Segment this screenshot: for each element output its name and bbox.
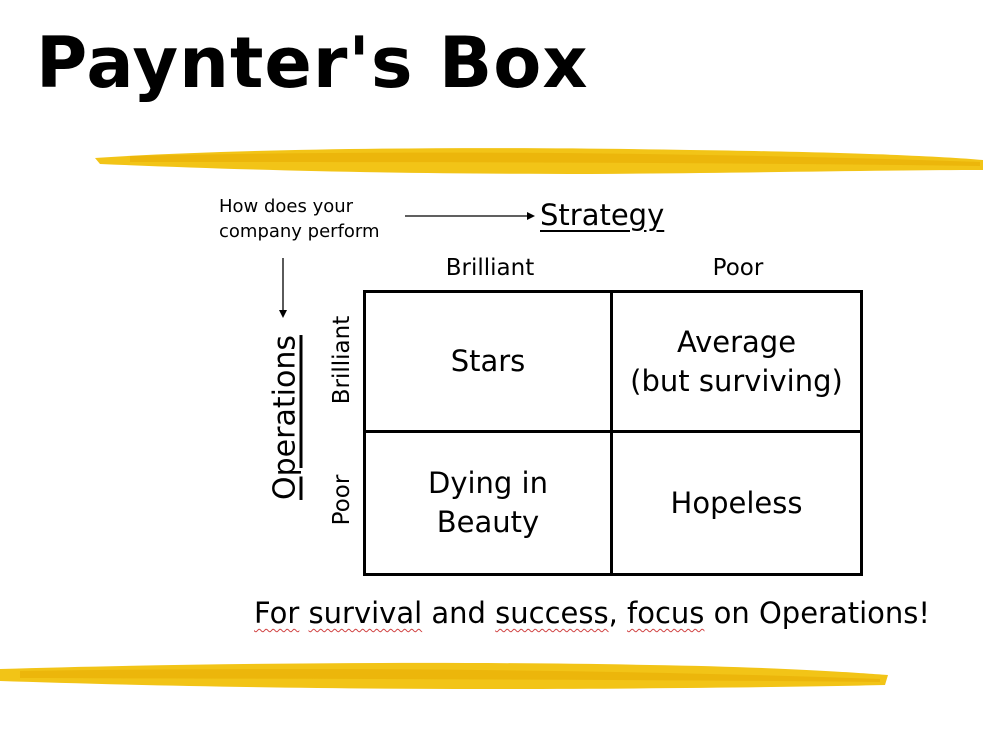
cell-label: Hopeless <box>670 485 803 520</box>
question-line-1: How does your <box>219 196 354 217</box>
cell-label: (but surviving) <box>630 363 843 398</box>
footer-word: For <box>254 596 300 630</box>
footer-text: and <box>422 596 496 630</box>
row-header-brilliant: Brilliant <box>329 315 355 405</box>
footer-word: success <box>495 596 609 630</box>
right-arrow-icon <box>405 212 535 220</box>
column-header-brilliant: Brilliant <box>445 255 535 281</box>
cell-label: Average <box>676 324 797 359</box>
cell-label: Dying in <box>428 466 548 500</box>
footer-text <box>299 596 308 630</box>
operations-axis-label: Operations <box>267 335 303 500</box>
down-arrow-icon <box>279 258 287 318</box>
cell-label: Beauty <box>436 505 540 539</box>
cell-hopeless: Hopeless <box>613 433 860 573</box>
slide-title: Paynter's Box <box>36 22 589 104</box>
bottom-highlight-stroke <box>0 662 888 689</box>
question-text: How does your company perform <box>219 194 380 244</box>
footer-message: For survival and success, focus on Opera… <box>254 596 930 630</box>
footer-text: , <box>608 596 628 630</box>
cell-stars: Stars <box>366 293 613 433</box>
question-line-2: company perform <box>219 221 380 242</box>
strategy-axis-label: Strategy <box>540 198 665 232</box>
top-highlight-stroke <box>95 148 983 174</box>
row-header-poor: Poor <box>329 474 355 526</box>
cell-label: Stars <box>450 344 526 378</box>
cell-average: Average (but surviving) <box>613 293 860 433</box>
footer-text: on Operations! <box>704 596 931 630</box>
paynter-matrix: Stars Average (but surviving) Dying in Bea… <box>363 290 863 576</box>
cell-dying-in-beauty: Dying in Beauty <box>366 433 613 573</box>
column-header-poor: Poor <box>712 255 764 281</box>
footer-word: focus <box>627 596 705 630</box>
footer-word: survival <box>308 596 423 630</box>
